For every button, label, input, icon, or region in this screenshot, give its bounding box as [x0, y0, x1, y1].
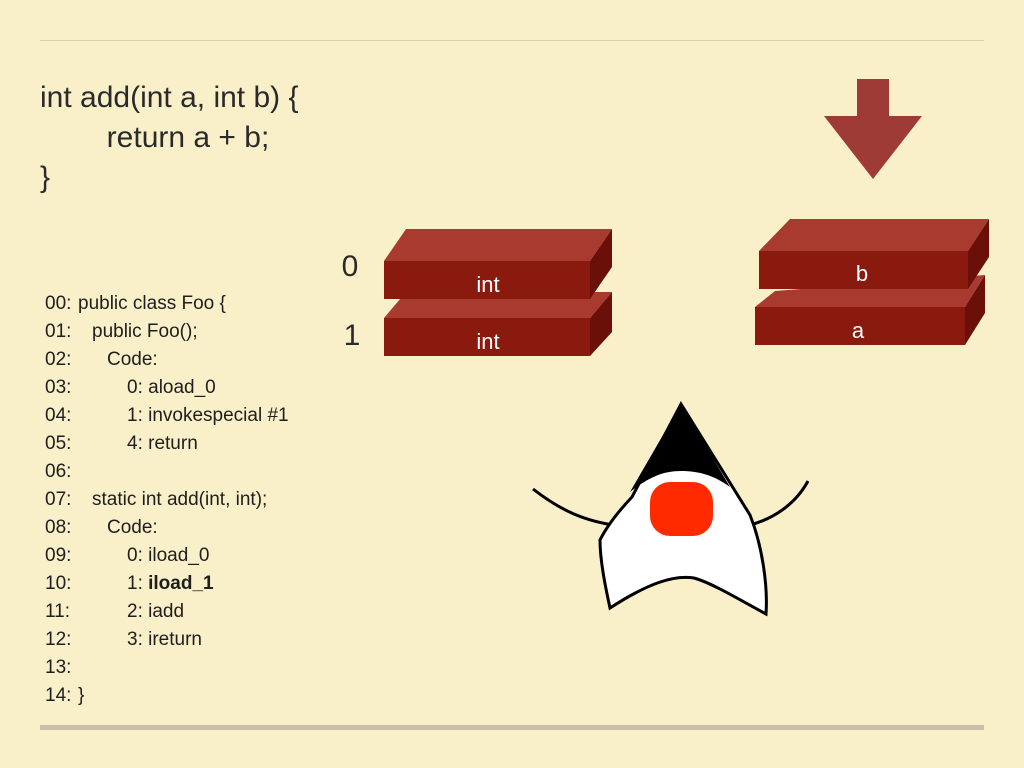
highlighted-instruction: iload_1	[148, 573, 214, 594]
line-number: 07:	[45, 489, 72, 510]
local-slot-label: int	[476, 329, 499, 354]
local-slot-label: int	[476, 272, 499, 297]
line-code: 2: iadd	[127, 601, 185, 622]
line-code: Code:	[107, 517, 158, 538]
local-slot-block: int	[384, 229, 612, 299]
duke-mascot-icon	[532, 400, 810, 617]
line-number: 02:	[45, 349, 72, 370]
signature-line: }	[40, 161, 51, 194]
line-number: 13:	[45, 657, 72, 678]
method-signature: int add(int a, int b) { return a + b; }	[40, 78, 299, 198]
line-code: 4: return	[127, 433, 198, 454]
line-number: 11:	[45, 601, 71, 622]
line-number: 04:	[45, 405, 72, 426]
stack-item-block: b	[759, 219, 989, 289]
line-code: 1: invokespecial #1	[127, 405, 289, 426]
line-number: 06:	[45, 461, 72, 482]
local-index-label: 0	[342, 250, 359, 283]
line-code: static int add(int, int);	[92, 489, 268, 510]
line-number: 00:	[45, 293, 72, 314]
line-code: 0: iload_0	[127, 545, 210, 566]
line-number: 14:	[45, 685, 72, 706]
local-slot-block: int	[384, 292, 612, 356]
stack-item-label: a	[852, 318, 865, 343]
line-code: 3: ireturn	[127, 629, 202, 650]
line-number: 10:	[45, 573, 72, 594]
signature-line: return a + b;	[40, 121, 270, 154]
line-number: 09:	[45, 545, 72, 566]
signature-line: int add(int a, int b) {	[40, 81, 299, 114]
line-code: 1: iload_1	[127, 570, 214, 598]
instruction-offset: 1:	[127, 573, 149, 594]
line-number: 03:	[45, 377, 72, 398]
line-number: 08:	[45, 517, 72, 538]
line-code: public class Foo {	[78, 293, 226, 314]
line-code: }	[78, 685, 85, 706]
stack-item-label: b	[856, 261, 868, 286]
line-code: 0: aload_0	[127, 377, 216, 398]
line-code: Code:	[107, 349, 158, 370]
local-index-label: 1	[344, 319, 361, 352]
line-number: 01:	[45, 321, 72, 342]
top-divider	[40, 40, 984, 41]
line-code: public Foo();	[92, 321, 198, 342]
down-arrow-icon	[824, 79, 922, 179]
bottom-divider	[40, 725, 984, 730]
line-number: 05:	[45, 433, 72, 454]
line-number: 12:	[45, 629, 72, 650]
